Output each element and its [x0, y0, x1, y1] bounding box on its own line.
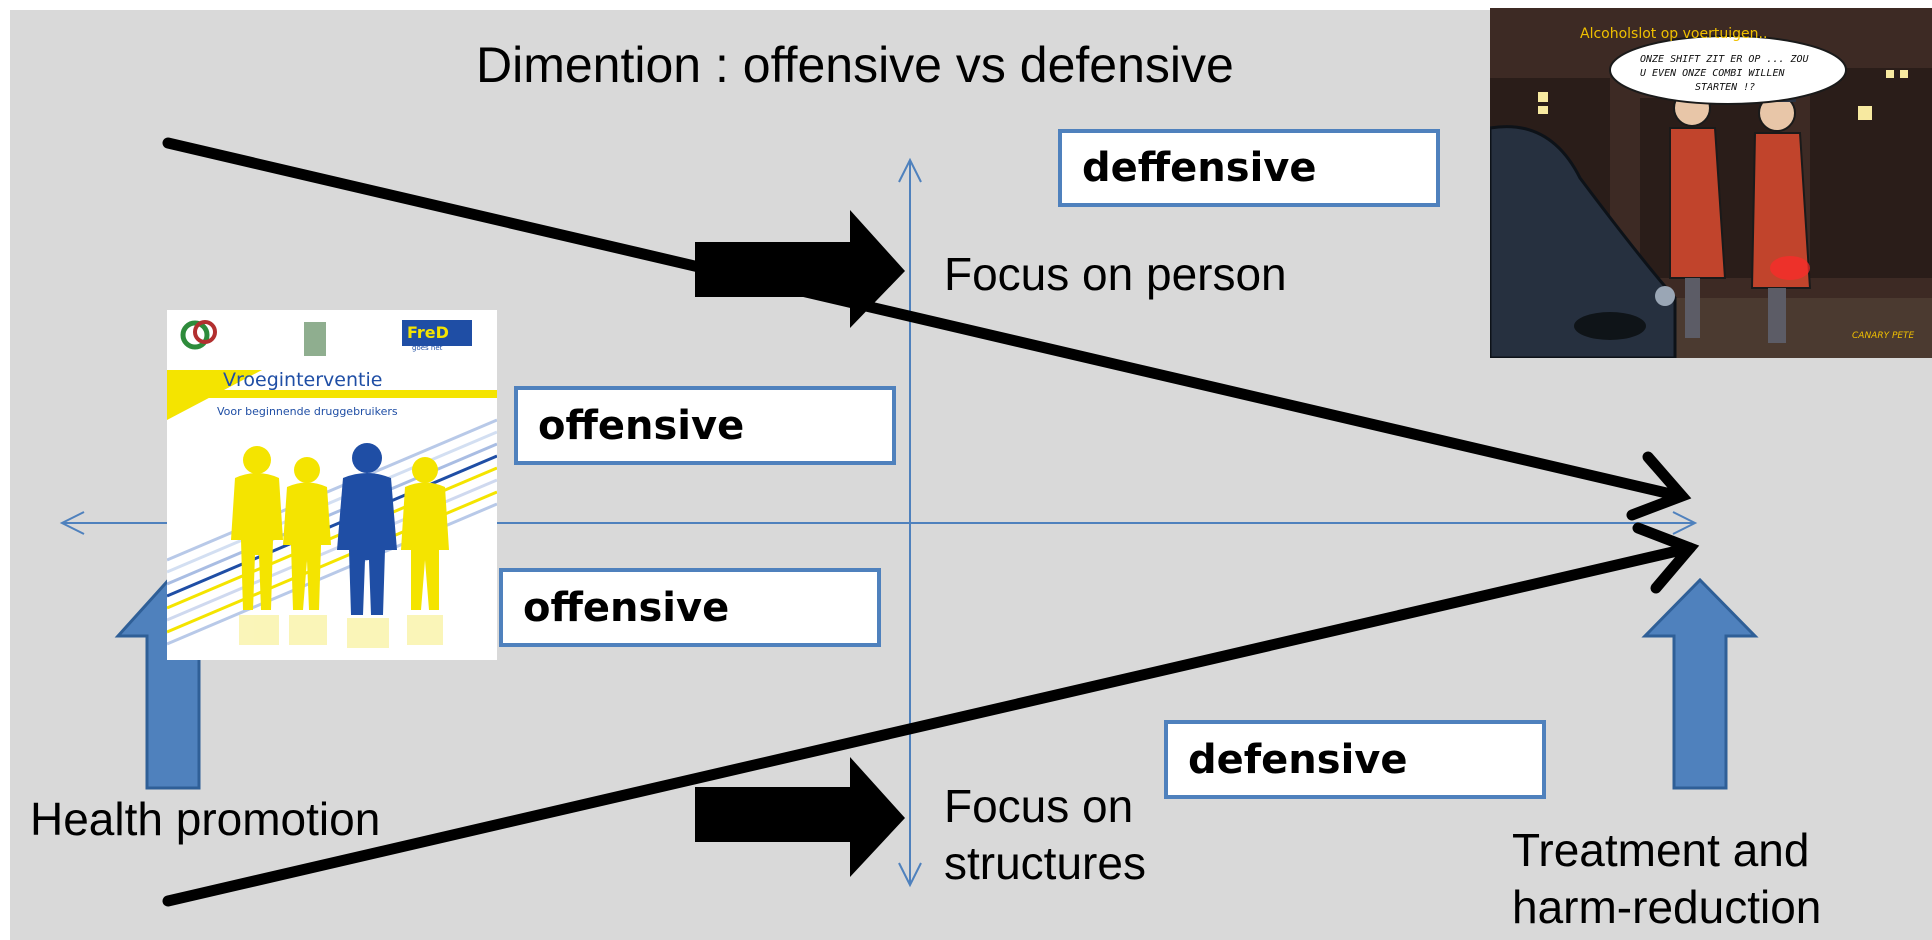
poster-subheading: Voor beginnende druggebruikers	[217, 405, 398, 418]
poster-logo-middle	[304, 322, 326, 356]
upper-block-arrow	[695, 210, 905, 328]
focus-person-label: Focus on person	[944, 248, 1287, 300]
cartoon-caption: Alcoholslot op voertuigen..	[1580, 26, 1767, 42]
cartoon-signature: CANARY PETE	[1852, 331, 1915, 341]
cartoon-speech-bubble	[1609, 35, 1847, 105]
health-promotion-label: Health promotion	[30, 793, 381, 845]
cartoon-speech-line1: ONZE SHIFT ZIT ER OP ... ZOU	[1640, 54, 1810, 65]
box-lower-left: offensive	[499, 568, 881, 647]
poster-heading: Vroeginterventie	[223, 369, 382, 391]
box-upper-left: offensive	[514, 386, 896, 465]
treatment-label-line1: Treatment and	[1512, 824, 1810, 876]
poster-logo-fred-text: FreD	[407, 323, 449, 342]
poster-logo-fred	[402, 320, 472, 346]
poster-art: FreD goes net Vroeginterventie Voor begi…	[167, 310, 497, 660]
poster-silhouettes	[231, 443, 449, 648]
cartoon-speech-line3: STARTEN !?	[1695, 82, 1755, 93]
vroeginterventie-poster: FreD goes net Vroeginterventie Voor begi…	[167, 310, 497, 660]
focus-structures-label-line2: structures	[944, 837, 1146, 889]
lower-block-arrow	[695, 757, 905, 877]
focus-structures-label-line1: Focus on	[944, 780, 1134, 832]
vertical-axis	[898, 157, 922, 888]
right-up-arrow	[1641, 577, 1759, 790]
cartoon-windows	[1538, 70, 1908, 120]
box-bottom-right: defensive	[1164, 720, 1546, 799]
poster-logo-left	[180, 320, 217, 350]
cartoon-image: Alcoholslot op voertuigen.. ONZE SHIFT Z…	[1490, 8, 1932, 358]
cartoon-art: Alcoholslot op voertuigen.. ONZE SHIFT Z…	[1490, 8, 1932, 358]
box-top-right: deffensive	[1058, 129, 1440, 207]
cartoon-speech-line2: U EVEN ONZE COMBI WILLEN	[1640, 68, 1785, 79]
page-title: Dimention : offensive vs defensive	[476, 37, 1234, 93]
poster-logo-fred-sub: goes net	[412, 344, 443, 352]
treatment-label-line2: harm-reduction	[1512, 881, 1822, 933]
diagonal-arrows	[162, 137, 1700, 907]
